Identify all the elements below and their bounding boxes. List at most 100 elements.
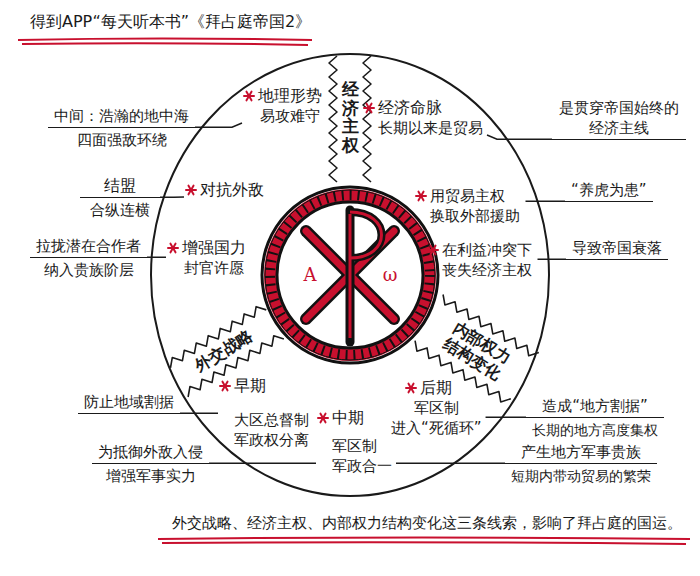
note-detail: 纳入贵族阶层 xyxy=(30,260,147,280)
note-text: 产生地方军事贵族短期内带动贸易的繁荣 xyxy=(505,442,657,486)
topic-item: 用贸易主权 换取外部援助 xyxy=(414,186,526,226)
theme-label-holder: 经济主权 xyxy=(342,80,359,155)
underline-stroke xyxy=(18,39,312,41)
leader-line xyxy=(180,413,218,415)
note-text: 防止地域割据 xyxy=(78,392,180,414)
rho-loop xyxy=(350,212,382,258)
topic-heading: 地理形势 xyxy=(258,86,322,106)
leader-line xyxy=(486,417,526,419)
topic-detail: 军政权分离 xyxy=(234,430,309,450)
asterisk-stroke xyxy=(171,244,176,253)
topic-detail: 封官许愿 xyxy=(184,258,244,278)
note-heading: 防止地域割据 xyxy=(78,392,180,414)
note-heading: 中间：浩瀚的地中海 xyxy=(48,106,195,128)
asterisk-stroke xyxy=(223,382,228,391)
underline-stroke xyxy=(158,538,690,540)
asterisk-stroke xyxy=(171,244,176,253)
topic-detail: 进入“死循环” xyxy=(391,418,482,438)
note-text: 是贯穿帝国始终的经济主线 xyxy=(552,98,686,140)
topic-detail: 军区制 xyxy=(332,436,377,456)
asterisk-stroke xyxy=(431,246,436,255)
topic-detail: 军区制 xyxy=(414,398,459,418)
theme-label-holder: 外交战略 xyxy=(191,326,256,376)
topic-item: 早期大区总督制军政权分离 xyxy=(218,376,313,450)
topic-item: 在利益冲突下 丧失经济主权 xyxy=(426,240,538,280)
greek-letter: A xyxy=(304,265,317,285)
title: 得到APP“每天听本书”《拜占庭帝国2》 xyxy=(30,12,311,32)
note-heading: 结盟 xyxy=(80,176,160,198)
topic-detail: 长期以来是贸易 xyxy=(378,118,483,138)
topic-detail: 易攻难守 xyxy=(260,106,320,126)
asterisk-stroke xyxy=(247,92,252,101)
medallion-disk xyxy=(277,202,423,348)
asterisk-stroke xyxy=(321,414,326,423)
caption-holder: 外交战略、经济主权、内部权力结构变化这三条线索，影响了拜占庭的国运。 xyxy=(172,513,682,533)
title-underline xyxy=(18,39,312,46)
topic-heading: 早期 xyxy=(234,376,266,396)
medallion-band xyxy=(270,195,430,355)
asterisk-stroke xyxy=(409,384,414,393)
underline-stroke xyxy=(22,43,308,45)
topic-heading: 用贸易主权 换取外部援助 xyxy=(430,186,522,226)
asterisk-stroke xyxy=(419,192,424,201)
leader-line xyxy=(147,257,166,259)
asterisk-mark xyxy=(317,412,329,424)
asterisk-stroke xyxy=(223,382,228,391)
note-detail: 增强军事实力 xyxy=(92,466,209,486)
note-text: 拉拢潜在合作者纳入贵族阶层 xyxy=(30,236,147,280)
medallion-rim xyxy=(262,187,438,363)
greek-letter: ω xyxy=(383,265,398,285)
topic-item: 对抗外敌 xyxy=(184,180,268,200)
topic-detail: 军政合一 xyxy=(332,456,392,476)
asterisk-mark xyxy=(405,382,417,394)
note-heading: 导致帝国衰落 xyxy=(566,238,668,260)
asterisk-mark xyxy=(427,244,439,256)
leader-line xyxy=(396,463,505,465)
topic-heading: 中期 xyxy=(332,408,364,428)
asterisk-stroke xyxy=(367,104,372,113)
chi-rho-medallion xyxy=(262,187,438,363)
medallion-ring xyxy=(265,190,435,360)
rho-loop xyxy=(350,212,382,258)
topic-heading: 经济命脉 xyxy=(378,98,442,118)
asterisk-stroke xyxy=(247,92,252,101)
underline-stroke xyxy=(162,542,686,544)
asterisk-stroke xyxy=(189,186,194,195)
note-text: 结盟合纵连横 xyxy=(80,176,160,220)
note-heading: 造成“地方割据” xyxy=(526,396,664,418)
note-text: 导致帝国衰落 xyxy=(566,238,668,260)
circle-outline-stroke xyxy=(151,54,549,496)
zigzag-divider xyxy=(363,56,371,182)
note-detail: 合纵连横 xyxy=(80,200,160,220)
medallion-ticks xyxy=(270,195,430,355)
note-text: “养虎为患” xyxy=(565,180,653,202)
note-text: 造成“地方割据”长期的地方高度集权 xyxy=(526,396,664,440)
topic-heading: 在利益冲突下 丧失经济主权 xyxy=(442,240,534,280)
asterisk-mark xyxy=(219,380,231,392)
note-detail: 长期的地方高度集权 xyxy=(526,420,664,440)
leader-line xyxy=(538,259,567,261)
topic-item: 地理形势易攻难守 xyxy=(242,86,326,126)
asterisk-mark xyxy=(167,242,179,254)
note-heading: “养虎为患” xyxy=(565,180,653,202)
note-text: 中间：浩瀚的地中海四面强敌环绕 xyxy=(48,106,195,150)
asterisk-stroke xyxy=(189,186,194,195)
asterisk-stroke xyxy=(321,414,326,423)
theme-circle: 经济主权外交战略内部权力结构变化地理形势易攻难守经济命脉长期以来是贸易对抗外敌用… xyxy=(150,53,550,497)
topic-item: 经济命脉长期以来是贸易 xyxy=(362,98,487,138)
asterisk-stroke xyxy=(409,384,414,393)
asterisk-mark xyxy=(363,102,375,114)
asterisk-mark xyxy=(243,90,255,102)
rho-stem xyxy=(349,214,352,338)
asterisk-stroke xyxy=(367,104,372,113)
rho-stem xyxy=(346,210,355,342)
asterisk-stroke xyxy=(419,192,424,201)
note-heading: 是贯穿帝国始终的经济主线 xyxy=(552,98,686,140)
theme-label: 内部权力结构变化 xyxy=(439,318,515,385)
caption-underline xyxy=(158,538,690,545)
topic-item: 中期军区制军政合一 xyxy=(316,408,396,476)
caption: 外交战略、经济主权、内部权力结构变化这三条线索，影响了拜占庭的国运。 xyxy=(172,513,682,533)
note-text: 为抵御外敌入侵增强军事实力 xyxy=(92,442,209,486)
note-detail: 四面强敌环绕 xyxy=(48,130,195,150)
